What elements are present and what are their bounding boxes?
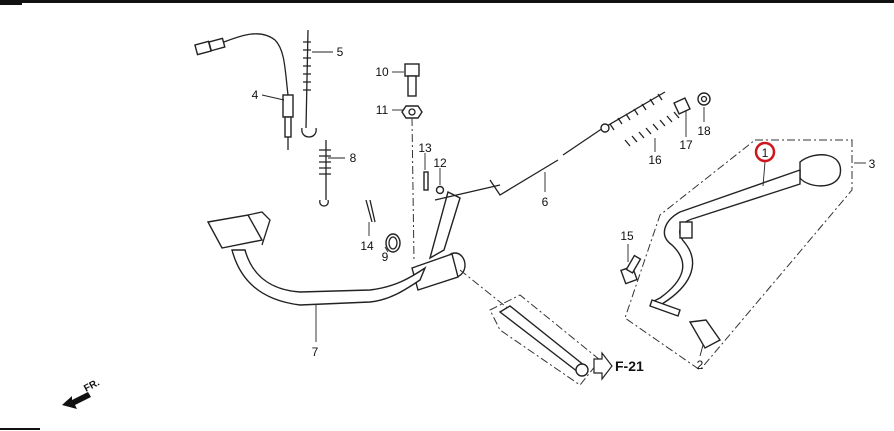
callout-16[interactable]: 16 <box>648 153 662 167</box>
part-8-spring[interactable] <box>319 140 331 207</box>
part-14-cotter-pin[interactable] <box>365 199 376 223</box>
part-1-change-pedal[interactable] <box>649 154 842 317</box>
leader-lines <box>261 51 866 357</box>
callout-15[interactable]: 15 <box>620 229 634 243</box>
front-label: FR. <box>82 377 102 394</box>
highlight-circle <box>754 141 776 163</box>
callout-6[interactable]: 6 <box>542 195 549 209</box>
front-arrow-icon <box>62 392 91 409</box>
callout-4[interactable]: 4 <box>252 88 259 102</box>
top-border-tab <box>0 0 22 5</box>
callout-9[interactable]: 9 <box>382 250 389 264</box>
part-11-nut[interactable] <box>401 105 423 119</box>
f21-reference[interactable]: F-21 <box>593 351 644 381</box>
callout-8[interactable]: 8 <box>350 151 357 165</box>
assembly-3-box <box>624 139 853 371</box>
part-17-joint[interactable] <box>673 97 691 115</box>
part-9-washer[interactable] <box>385 233 401 253</box>
part-18-nut[interactable] <box>697 92 711 106</box>
part-7-brake-pedal[interactable] <box>206 211 427 306</box>
callout-14[interactable]: 14 <box>360 239 374 253</box>
callout-1[interactable]: 1 <box>762 146 769 160</box>
part-5-spring[interactable] <box>301 29 317 138</box>
shaft-box <box>459 269 601 386</box>
reference-label: F-21 <box>615 358 644 374</box>
callout-2[interactable]: 2 <box>697 358 704 372</box>
part-10-bolt[interactable] <box>404 63 420 97</box>
part-4-switch-cable[interactable] <box>194 33 294 150</box>
callout-11[interactable]: 11 <box>376 103 389 117</box>
part-12-washer[interactable] <box>435 185 445 195</box>
part-13-pin[interactable] <box>423 171 429 191</box>
callout-13[interactable]: 13 <box>418 141 432 155</box>
center-line <box>411 117 415 263</box>
callout-18[interactable]: 18 <box>697 124 711 138</box>
callout-12[interactable]: 12 <box>433 156 447 170</box>
part-16-spring[interactable] <box>624 111 680 147</box>
front-direction-indicator: FR. <box>62 377 102 409</box>
callout-3[interactable]: 3 <box>869 157 876 171</box>
callout-10[interactable]: 10 <box>375 65 389 79</box>
part-15-bolt[interactable] <box>620 254 642 285</box>
callout-7[interactable]: 7 <box>312 345 319 359</box>
part-2-rubber[interactable] <box>688 319 722 349</box>
callout-5[interactable]: 5 <box>337 45 344 59</box>
part-6-brake-rod[interactable] <box>434 91 666 201</box>
top-border <box>0 0 894 3</box>
callout-17[interactable]: 17 <box>679 138 693 152</box>
